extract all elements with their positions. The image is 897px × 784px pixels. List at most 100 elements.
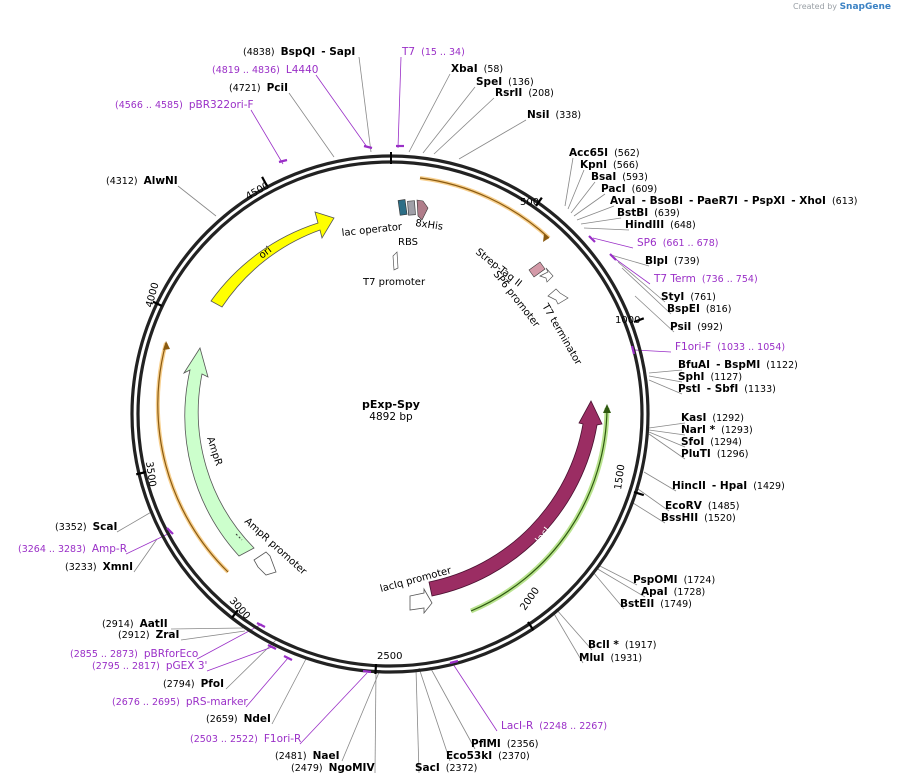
primer-position: (4819 .. 4836)	[212, 65, 280, 76]
enzyme-label: BsaI (593)	[591, 171, 648, 183]
enzyme-label: (4312)AlwNI	[106, 175, 178, 187]
rbs-label: RBS	[398, 237, 418, 248]
enzyme-label: Eco53kI(2370)	[446, 750, 530, 762]
snapgene-logo: SnapGene	[839, 2, 891, 12]
leader-line	[452, 663, 498, 732]
plasmid-length: 4892 bp	[369, 411, 413, 423]
enzyme-name: PacI	[601, 183, 626, 195]
enzyme-position: (593)	[622, 172, 648, 183]
enzyme-name: SpeI	[476, 76, 502, 88]
leader-line	[583, 227, 630, 231]
enzyme-position: (2794)	[163, 679, 195, 690]
t7-promoter-feature	[392, 251, 399, 271]
enzyme-label: NarI *(1293)	[681, 424, 753, 436]
enzyme-name: NdeI	[244, 713, 271, 725]
laciq-promoter-feature	[409, 587, 433, 615]
enzyme-position: (2479)	[291, 763, 323, 774]
enzyme-position: (2370)	[498, 751, 530, 762]
enzyme-name: PsiI	[670, 321, 691, 333]
tick-label: 1000	[615, 315, 640, 326]
leader-line	[341, 669, 381, 762]
enzyme-name: XmnI	[103, 561, 133, 573]
green-arrow-laci-head	[603, 404, 611, 413]
leader-line	[196, 623, 263, 660]
leader-line	[433, 97, 495, 155]
enzyme-position: (1520)	[704, 513, 736, 524]
enzyme-position: (1724)	[684, 575, 716, 586]
enzyme-label: BstEII(1749)	[620, 598, 692, 610]
leader-line	[429, 666, 476, 750]
enzyme-label: NsiI(338)	[527, 109, 581, 121]
enzyme-name: AvaI	[610, 195, 636, 207]
enzyme-name: PciI	[267, 82, 288, 94]
primer-name: LacI-R	[501, 720, 533, 732]
primer-name: T7	[401, 46, 415, 58]
enzyme-name: - SbfI	[707, 383, 739, 395]
tick-label: 500	[520, 197, 539, 208]
enzyme-name: BlpI	[645, 255, 668, 267]
primer-mark	[588, 235, 596, 243]
leader-line	[570, 181, 596, 214]
primer-name: Amp-R	[92, 543, 127, 555]
tick-mark	[261, 176, 268, 187]
enzyme-label: (4838)BspQI- SapI	[243, 46, 355, 58]
enzyme-label: (2481)NaeI	[275, 750, 340, 762]
enzyme-name: BstEII	[620, 598, 654, 610]
primer-label: (2855 .. 2873)pBRforEco	[70, 648, 198, 660]
enzyme-name: StyI	[661, 291, 684, 303]
enzyme-label: (2912)ZraI	[118, 629, 179, 641]
enzyme-position: (136)	[508, 77, 534, 88]
enzyme-name: - HpaI	[712, 480, 747, 492]
leader-line	[610, 254, 650, 267]
ampr-dash	[235, 533, 243, 541]
primer-position: (2248 .. 2267)	[539, 721, 607, 732]
ori-feature	[210, 211, 335, 308]
leader-line	[180, 630, 246, 641]
enzyme-name: BspQI	[281, 46, 316, 58]
t7-promoter-label: T7 promoter	[362, 277, 426, 288]
enzyme-label: SpeI (136)	[476, 76, 534, 88]
sp6-promoter-feature	[539, 267, 554, 283]
enzyme-label: HindIII(648)	[625, 219, 696, 231]
primer-label: (4566 .. 4585)pBR322ori-F	[115, 99, 254, 111]
primer-name: F1ori-R	[264, 733, 301, 745]
enzyme-name: - BspMI	[716, 359, 760, 371]
enzyme-position: (566)	[613, 160, 639, 171]
tick-label: 3500	[143, 461, 157, 488]
enzyme-position: (58)	[484, 64, 504, 75]
enzyme-name: BclI *	[588, 639, 619, 651]
tick-mark	[135, 470, 147, 476]
enzyme-position: (4838)	[243, 47, 275, 58]
enzyme-name: NarI *	[681, 424, 716, 436]
enzyme-label: BspEI(816)	[667, 303, 731, 315]
enzyme-position: (2372)	[446, 763, 478, 774]
enzyme-label: Acc65I(562)	[569, 147, 640, 159]
tick-mark	[527, 621, 535, 631]
enzyme-name: BsaI	[591, 171, 616, 183]
leader-line	[634, 295, 675, 333]
leader-line	[422, 86, 476, 154]
leader-line	[116, 510, 154, 533]
enzyme-label: PspOMI(1724)	[633, 574, 715, 586]
enzyme-name: BstBI	[617, 207, 648, 219]
t7-terminator-label: T7 terminator	[539, 301, 584, 368]
green-arrow-laci	[470, 407, 608, 612]
enzyme-label: BlpI(739)	[645, 255, 700, 267]
primer-mark	[166, 527, 174, 535]
primer-mark	[256, 622, 266, 628]
primer-mark	[609, 253, 617, 261]
enzyme-name: ApaI	[641, 586, 668, 598]
leader-line	[564, 157, 574, 207]
enzyme-label: (4721)PciI	[229, 82, 288, 94]
leader-line	[648, 422, 686, 429]
tick-mark	[633, 317, 645, 324]
leader-line	[288, 92, 335, 158]
enzyme-position: (4312)	[106, 176, 138, 187]
leader-line	[617, 261, 666, 303]
tick-mark	[374, 663, 378, 675]
snapgene-watermark: Created by SnapGene	[793, 2, 891, 12]
enzyme-name: - XhoI	[791, 195, 826, 207]
enzyme-name: HindIII	[625, 219, 664, 231]
leader-line	[170, 627, 244, 630]
ampr-feature	[182, 347, 255, 557]
